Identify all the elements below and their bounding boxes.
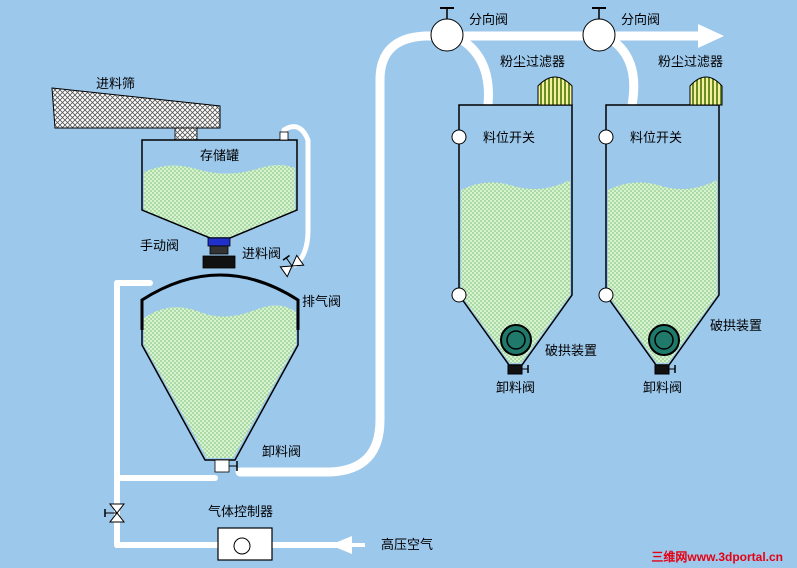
label-diverter-valve-2: 分向阀 xyxy=(621,12,660,28)
manual-valve[interactable] xyxy=(207,237,231,247)
vessel-discharge-valve[interactable] xyxy=(214,459,238,473)
gas-controller xyxy=(217,527,273,561)
label-gas-controller: 气体控制器 xyxy=(208,504,273,520)
label-manual-valve: 手动阀 xyxy=(140,239,179,254)
air-line-valve[interactable] xyxy=(104,503,126,523)
air-inlet-arrow-icon xyxy=(330,536,352,554)
label-discharge-valve-main: 卸料阀 xyxy=(262,444,301,460)
silo-1-discharge-valve[interactable] xyxy=(507,364,523,375)
silo-2 xyxy=(598,76,723,375)
storage-tank xyxy=(141,131,298,239)
silo-2-discharge-valve[interactable] xyxy=(654,364,670,375)
silo-1 xyxy=(451,76,573,375)
feed-screen xyxy=(51,87,221,141)
label-arch-breaker-2: 破拱装置 xyxy=(710,319,762,334)
label-dust-filter-2: 粉尘过滤器 xyxy=(658,55,723,70)
level-switch-2-upper xyxy=(598,129,614,145)
label-level-switch-2: 料位开关 xyxy=(630,131,682,146)
label-high-pressure-air: 高压空气 xyxy=(381,537,433,553)
dust-filter-1 xyxy=(537,76,573,106)
diverter-valve-1[interactable] xyxy=(430,7,464,52)
label-dust-filter-1: 粉尘过滤器 xyxy=(500,55,565,70)
label-arch-breaker-1: 破拱装置 xyxy=(545,344,597,359)
level-switch-2-lower xyxy=(598,287,614,303)
label-discharge-valve-1: 卸料阀 xyxy=(496,380,535,396)
level-switch-1-lower xyxy=(451,287,467,303)
feed-valve[interactable] xyxy=(202,245,236,269)
level-switch-1-upper xyxy=(451,129,467,145)
label-feed-screen: 进料筛 xyxy=(96,77,135,92)
label-vent-valve: 排气阀 xyxy=(302,294,341,310)
label-level-switch-1: 料位开关 xyxy=(483,131,535,146)
vent-valve[interactable] xyxy=(278,252,305,278)
watermark: 三维网www.3dportal.cn xyxy=(651,550,783,564)
label-diverter-valve-1: 分向阀 xyxy=(469,12,508,28)
label-discharge-valve-2: 卸料阀 xyxy=(643,380,682,396)
dust-filter-2 xyxy=(689,76,723,106)
flow-arrow-icon xyxy=(698,24,724,48)
label-feed-valve: 进料阀 xyxy=(242,247,281,262)
pipe-network xyxy=(114,31,705,548)
label-storage-tank: 存储罐 xyxy=(200,149,239,164)
diverter-valve-2[interactable] xyxy=(582,7,616,52)
pressure-vessel xyxy=(140,273,300,461)
